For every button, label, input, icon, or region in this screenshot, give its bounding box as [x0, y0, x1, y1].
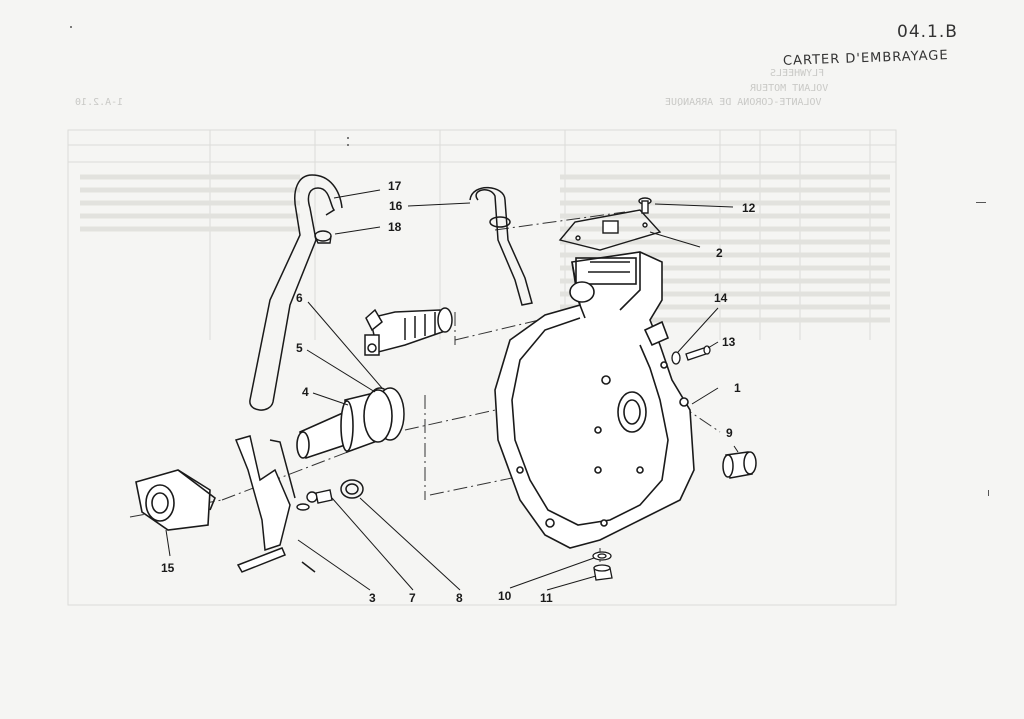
callout-4: 4 — [302, 385, 309, 399]
callout-14: 14 — [714, 291, 728, 305]
part-10-washer — [592, 551, 612, 561]
part-18-clip — [314, 230, 332, 244]
part-1-clutch-housing — [494, 251, 695, 549]
leader-lines — [165, 189, 739, 591]
part-9-bushing — [722, 451, 757, 479]
part-4-guide-tube — [296, 389, 393, 460]
callout-13: 13 — [722, 335, 736, 349]
callout-12: 12 — [742, 201, 756, 215]
part-2-cover-plate — [558, 209, 662, 251]
part-8-clip-ring — [340, 479, 364, 499]
callout-7: 7 — [409, 591, 416, 605]
callout-18: 18 — [388, 220, 402, 234]
part-12-screw — [638, 197, 652, 214]
callout-10: 10 — [498, 589, 512, 603]
callout-16: 16 — [389, 199, 403, 213]
part-15-thrust-bearing — [135, 469, 216, 531]
part-14-washer — [671, 351, 681, 365]
page-reference: 04.1.B — [897, 22, 958, 42]
callout-11: 11 — [540, 591, 553, 605]
callout-17: 17 — [388, 179, 402, 193]
part-11-nut — [593, 564, 613, 581]
part-17-breather-pipe — [249, 174, 343, 411]
callout-8: 8 — [456, 591, 463, 605]
callout-15: 15 — [161, 561, 175, 575]
callout-5: 5 — [296, 341, 303, 355]
callout-6: 6 — [296, 291, 303, 305]
part-3-release-fork — [234, 435, 316, 573]
callout-9: 9 — [726, 426, 733, 440]
part-7-ball-stud — [296, 489, 333, 511]
callout-3: 3 — [369, 591, 376, 605]
part-16-pipe — [469, 186, 533, 306]
callout-2: 2 — [716, 246, 723, 260]
callout-1: 1 — [734, 381, 741, 395]
bleed-through-rows — [80, 174, 890, 323]
part-6-slave-cylinder — [364, 307, 453, 356]
part-13-bolt — [685, 345, 711, 361]
scan-marks — [70, 26, 989, 496]
